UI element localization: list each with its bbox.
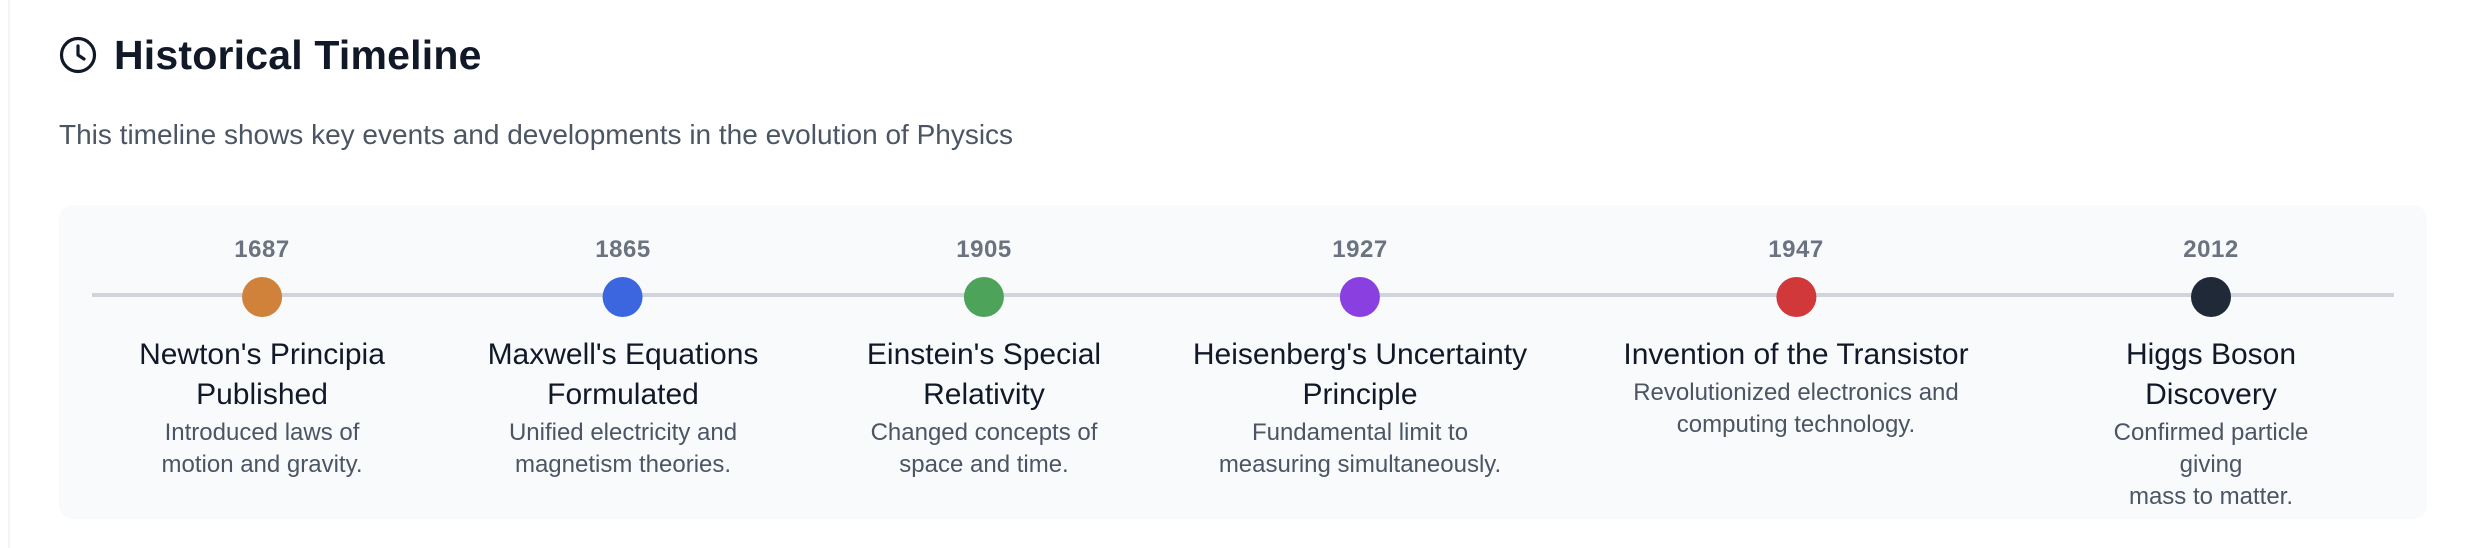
event-description: Fundamental limit to measuring simultane… <box>1218 419 1502 478</box>
event-marker <box>2191 277 2231 317</box>
timeline-card: 1687 Newton's Principia Published Introd… <box>59 205 2427 519</box>
event-description: Revolutionized electronics and computing… <box>1633 379 1959 438</box>
event-title: Einstein's Special Relativity <box>866 338 1102 411</box>
event-year: 1687 <box>234 236 290 263</box>
event-marker <box>602 277 643 317</box>
page-title: Historical Timeline <box>114 32 482 78</box>
event-year: 1865 <box>595 236 651 263</box>
timeline-event: 1927 Heisenberg's Uncertainty Principle … <box>1193 235 1527 481</box>
page-subtitle: This timeline shows key events and devel… <box>59 119 1014 150</box>
event-marker <box>964 277 1004 317</box>
event-marker <box>1775 277 1816 317</box>
timeline-event: 1947 Invention of the Transistor Revolut… <box>1623 235 1968 441</box>
timeline-event: 1865 Maxwell's Equations Formulated Unif… <box>488 235 759 481</box>
event-title: Invention of the Transistor <box>1623 338 1969 371</box>
timeline-event: 1905 Einstein's Special Relativity Chang… <box>867 235 1101 481</box>
event-description: Changed concepts of space and time. <box>870 419 1098 478</box>
event-description: Unified electricity and magnetism theori… <box>508 419 738 478</box>
event-description: Confirmed particle giving mass to matter… <box>2113 419 2309 510</box>
event-title: Higgs Boson Discovery <box>2125 338 2297 411</box>
event-title: Newton's Principia Published <box>139 338 385 411</box>
event-title: Heisenberg's Uncertainty Principle <box>1192 338 1528 411</box>
event-description: Introduced laws of motion and gravity. <box>161 419 363 478</box>
timeline-axis <box>92 293 2394 297</box>
event-year: 1947 <box>1768 236 1824 263</box>
event-year: 2012 <box>2183 236 2239 263</box>
timeline-event: 2012 Higgs Boson Discovery Confirmed par… <box>2103 235 2319 513</box>
event-year: 1905 <box>956 236 1012 263</box>
event-marker <box>1340 277 1380 317</box>
event-year: 1927 <box>1332 236 1388 263</box>
event-title: Maxwell's Equations Formulated <box>487 338 759 411</box>
left-divider <box>8 0 10 548</box>
section-header: Historical Timeline <box>58 30 482 80</box>
timeline-event: 1687 Newton's Principia Published Introd… <box>139 235 385 481</box>
clock-icon <box>58 35 98 75</box>
event-marker <box>242 277 282 317</box>
